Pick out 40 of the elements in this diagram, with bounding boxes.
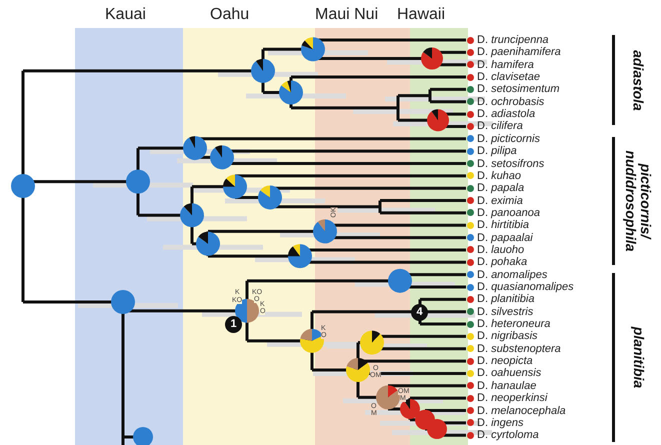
species-name: D. melanocephala bbox=[477, 404, 566, 416]
species-name: D. clavisetae bbox=[477, 71, 540, 84]
species-name: D. truncipenna bbox=[477, 34, 549, 46]
species-name: D. hamifera bbox=[477, 58, 534, 71]
species-name: D. eximia bbox=[477, 194, 523, 207]
species-name: D. heteroneura bbox=[477, 318, 550, 330]
clade-name: picticornis/ nudidrosophila bbox=[623, 149, 653, 254]
species-name: D. adiastola bbox=[477, 108, 536, 120]
species-name: D. pilipa bbox=[477, 145, 517, 158]
species-name: D. substenoptera bbox=[477, 342, 561, 355]
species-name: D. neoperkinsi bbox=[477, 392, 548, 404]
species-name: D. paenihamifera bbox=[477, 46, 561, 58]
species-name: D. hirtitibia bbox=[477, 219, 529, 232]
island-heading: Kauai bbox=[105, 6, 146, 24]
species-name: D. cyrtoloma bbox=[477, 429, 539, 442]
species-name: D. oahuensis bbox=[477, 367, 542, 380]
species-name: D. neopicta bbox=[477, 355, 533, 368]
species-name: D. setosifrons bbox=[477, 158, 544, 170]
species-name: D. quasianomalipes bbox=[477, 281, 574, 293]
species-name: D. panoanoa bbox=[477, 206, 540, 219]
species-name: D. setosimentum bbox=[477, 83, 560, 96]
species-name: D. cilifera bbox=[477, 120, 523, 132]
island-heading: Hawaii bbox=[397, 6, 446, 24]
species-name: D. papala bbox=[477, 182, 524, 194]
species-name: D. nigribasis bbox=[477, 330, 538, 342]
clade-name: adiastola bbox=[630, 48, 646, 112]
species-name: D. ochrobasis bbox=[477, 96, 544, 108]
island-heading: Maui Nui bbox=[315, 6, 378, 24]
species-name: D. anomalipes bbox=[477, 268, 548, 281]
species-name: D. ingens bbox=[477, 416, 524, 429]
species-name: D. pohaka bbox=[477, 256, 528, 268]
species-name: D. silvestris bbox=[477, 306, 534, 318]
species-name: D. hanaulae bbox=[477, 380, 536, 392]
species-name: D. picticornis bbox=[477, 132, 540, 145]
species-name: D. papaalai bbox=[477, 232, 533, 244]
clade-name: planitibia bbox=[630, 326, 646, 390]
species-name: D. kuhao bbox=[477, 170, 522, 182]
species-name: D. planitibia bbox=[477, 293, 534, 306]
species-name: D. lauoho bbox=[477, 244, 524, 256]
island-heading: Oahu bbox=[210, 6, 250, 24]
